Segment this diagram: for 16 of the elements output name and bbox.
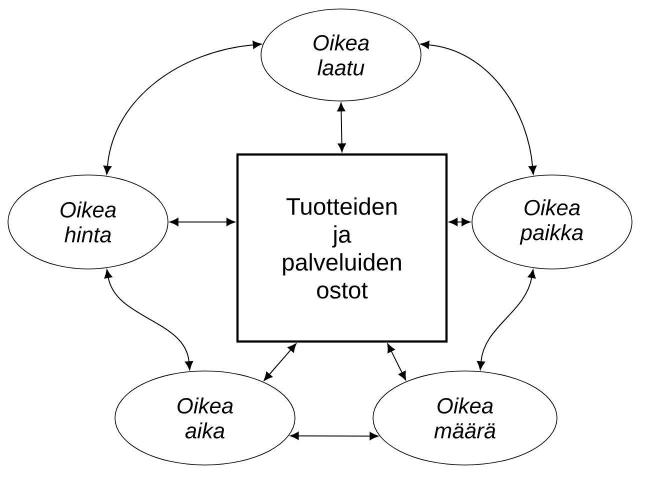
ellipse-node: Oikea paikka [472,174,632,270]
arrow [104,269,194,370]
arrow [448,218,470,226]
ellipse-node: Oikea aika [114,370,296,466]
arrow [387,344,406,380]
ellipse-node: Oikea hinta [8,174,168,270]
ellipse-node: Oikea laatu [260,8,422,102]
process-box: Tuotteiden ja palveluiden ostot [236,153,448,343]
arrow [170,218,236,226]
arrow [264,343,296,381]
arrow [477,269,536,370]
arrow [103,40,262,175]
arrow [337,102,346,152]
arrow [420,40,537,175]
ellipse-node: Oikea määrä [372,370,558,466]
arrow [290,432,378,440]
